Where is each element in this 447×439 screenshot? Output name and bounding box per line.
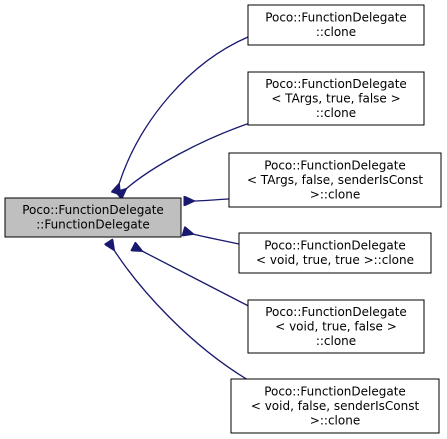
caller-node-box <box>230 378 440 434</box>
edge-arrow <box>126 122 251 189</box>
caller-node-label-line: < void, true, false > <box>275 319 397 333</box>
caller-node-label-line: < void, false, senderIsConst <box>251 399 420 413</box>
caller-node-box <box>247 71 425 126</box>
caller-node-label-line: ::clone <box>316 106 356 120</box>
caller-node[interactable]: Poco::FunctionDelegate< TArgs, false, se… <box>228 152 442 208</box>
caller-node-box <box>228 152 442 208</box>
caller-node[interactable]: Poco::FunctionDelegate< void, true, fals… <box>247 299 425 354</box>
caller-node-box <box>238 232 432 274</box>
caller-node-label-line: Poco::FunctionDelegate <box>265 77 407 91</box>
caller-node-label-line: < TArgs, true, false > <box>271 91 400 105</box>
caller-node-label-line: ::clone <box>316 25 356 39</box>
edge-arrow <box>114 250 249 381</box>
edge-arrow <box>119 36 249 184</box>
caller-node-label-line: Poco::FunctionDelegate <box>264 384 406 398</box>
caller-node-label-line: < TArgs, false, senderIsConst <box>247 173 423 187</box>
caller-node[interactable]: Poco::FunctionDelegate< void, true, true… <box>238 232 432 274</box>
edge-arrow <box>194 199 230 201</box>
caller-node-label-line: ::clone <box>316 334 356 348</box>
caller-node-box <box>247 4 425 46</box>
caller-node-label-line: < void, true, true >::clone <box>256 253 414 267</box>
caller-node[interactable]: Poco::FunctionDelegate::clone <box>247 4 425 46</box>
caller-node-label-line: Poco::FunctionDelegate <box>265 305 407 319</box>
caller-node-label-line: Poco::FunctionDelegate <box>265 11 407 25</box>
caller-node-label-line: >::clone <box>310 413 360 427</box>
caller-node[interactable]: Poco::FunctionDelegate< TArgs, true, fal… <box>247 71 425 126</box>
caller-node-label-line: >::clone <box>310 187 360 201</box>
focus-node-label-line: ::FunctionDelegate <box>36 218 150 232</box>
caller-node-label-line: Poco::FunctionDelegate <box>264 239 406 253</box>
focus-node-box <box>4 197 182 238</box>
edge-arrow <box>193 234 240 245</box>
focus-node-label-line: Poco::FunctionDelegate <box>22 203 164 217</box>
nodes: Poco::FunctionDelegate::FunctionDelegate… <box>4 4 442 434</box>
caller-node[interactable]: Poco::FunctionDelegate< void, false, sen… <box>230 378 440 434</box>
caller-node-box <box>247 299 425 354</box>
focus-node[interactable]: Poco::FunctionDelegate::FunctionDelegate <box>4 197 182 238</box>
caller-node-label-line: Poco::FunctionDelegate <box>264 158 406 172</box>
